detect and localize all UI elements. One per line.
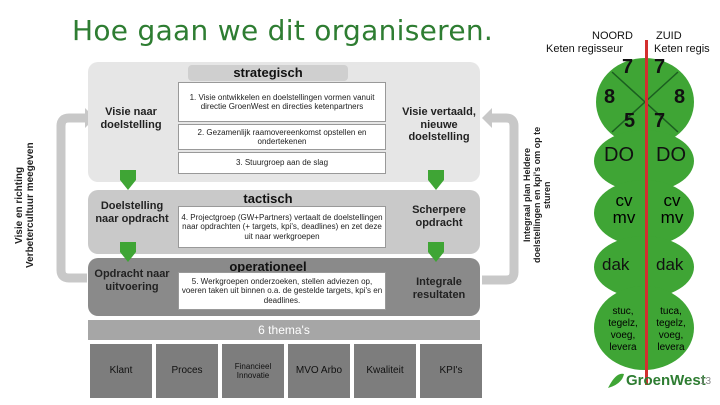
- score-right: 8: [674, 86, 686, 108]
- strategy-box-2: 2. Gezamenlijk raamovereenkomst opstelle…: [178, 124, 386, 150]
- zuid-header: ZUID: [656, 30, 682, 42]
- operationeel-right-label: Integrale resultaten: [412, 276, 466, 301]
- cv-mv-circle: [594, 180, 694, 246]
- green-down-arrow-left-2: [120, 242, 136, 262]
- theme-proces: Proces: [156, 344, 218, 398]
- operations-box-5: 5. Werkgroepen onderzoeken, stellen advi…: [178, 272, 386, 310]
- tactisch-right-label: Scherpere opdracht: [412, 204, 466, 229]
- page-title: Hoe gaan we dit organiseren.: [72, 14, 494, 47]
- themes-bar: [88, 320, 480, 340]
- strategisch-left-label: Visie naar doelstelling: [100, 106, 162, 131]
- noord-header: NOORD: [592, 30, 633, 42]
- left-vertical-label: Visie en richting Verbetercultuur meegev…: [14, 142, 36, 268]
- score-left: 8: [604, 86, 616, 108]
- operationeel-left-label: Opdracht naar uitvoering: [94, 268, 170, 293]
- theme-mvo-arbo: MVO Arbo: [288, 344, 350, 398]
- noord-subheader: Keten regisseur: [546, 43, 624, 55]
- operationeel-title: operationeel: [229, 259, 307, 274]
- do-right: DO: [656, 144, 686, 166]
- theme-kwaliteit: Kwaliteit: [354, 344, 416, 398]
- theme-klant: Klant: [90, 344, 152, 398]
- groenwest-logo: GroenWest: [626, 372, 706, 389]
- bottom-right-text: tuca, tegelz, voeg, levera: [656, 306, 686, 353]
- score-bottom-right: 7: [654, 110, 666, 132]
- red-divider-line: [645, 40, 648, 385]
- score-bottom-left: 5: [624, 110, 636, 132]
- right-cycle-arrow: [482, 108, 519, 285]
- score-top-left: 7: [622, 56, 634, 78]
- score-top-right: 7: [654, 56, 666, 78]
- do-left: DO: [604, 144, 634, 166]
- cv-mv-right: cv mv: [660, 191, 684, 227]
- green-down-arrow-left-1: [120, 170, 136, 190]
- theme-financieel-innovatie: Financieel Innovatie: [222, 344, 284, 398]
- page-number: 13: [700, 376, 712, 387]
- tactisch-title: tactisch: [243, 191, 293, 206]
- strategisch-right-label: Visie vertaald, nieuwe doelstelling: [402, 106, 476, 144]
- dak-right: dak: [656, 255, 684, 274]
- strategy-box-3: 3. Stuurgroep aan de slag: [178, 152, 386, 174]
- tactisch-left-label: Doelstelling naar opdracht: [95, 200, 169, 225]
- bottom-circle: [594, 286, 694, 370]
- green-down-arrow-right-1: [428, 170, 444, 190]
- strategisch-title: strategisch: [188, 65, 348, 81]
- themes-bar-label: 6 thema's: [258, 323, 310, 337]
- strategy-box-1: 1. Visie ontwikkelen en doelstellingen v…: [178, 82, 386, 122]
- cv-mv-left: cv mv: [612, 191, 636, 227]
- tactics-box-4: 4. Projectgroep (GW+Partners) vertaalt d…: [178, 206, 386, 248]
- groenwest-logo-icon: [608, 373, 624, 388]
- zuid-subheader: Keten regis: [654, 43, 710, 55]
- theme-kpis: KPI's: [420, 344, 482, 398]
- bottom-left-text: stuc, tegelz, voeg, levera: [608, 306, 638, 353]
- green-down-arrow-right-2: [428, 242, 444, 262]
- dak-left: dak: [602, 255, 630, 274]
- right-vertical-label: Integraal plan Heldere doelstellingen en…: [522, 126, 552, 264]
